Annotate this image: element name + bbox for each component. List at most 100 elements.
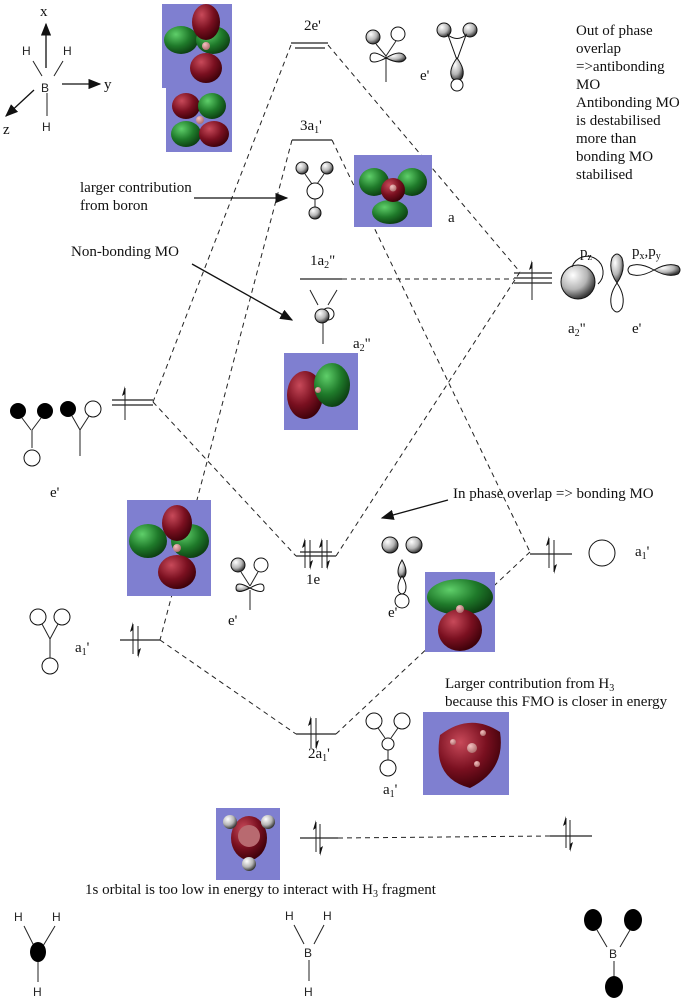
px-sub: x bbox=[640, 251, 645, 262]
axis-boron: B bbox=[41, 81, 49, 95]
svg-text:a1': a1' bbox=[383, 782, 398, 800]
mo-3a1-sub: 1 bbox=[314, 125, 319, 136]
axis-h1: H bbox=[22, 44, 31, 58]
electron-pair-icon bbox=[308, 716, 319, 750]
mo-level-1e: 1e bbox=[296, 538, 336, 588]
note-line: overlap bbox=[576, 41, 621, 57]
mo-1a2-prime: " bbox=[329, 253, 335, 269]
mo-image-1s bbox=[216, 808, 280, 880]
note-line: larger contribution bbox=[80, 180, 192, 196]
b-level-2s: a1' bbox=[530, 536, 650, 574]
b-a2-prime: " bbox=[580, 321, 586, 337]
svg-text:Larger contribution from H3: Larger contribution from H3 bbox=[445, 676, 614, 694]
core-note-end: fragment bbox=[378, 882, 437, 898]
pxpy-comma: , bbox=[645, 244, 649, 260]
e-prime-label-1e-a: e' bbox=[228, 613, 238, 629]
pz-sub: z bbox=[588, 252, 593, 263]
mo-2e-label: 2e' bbox=[304, 18, 321, 34]
electron-pair-icon bbox=[302, 538, 330, 570]
core-level-left bbox=[300, 820, 338, 856]
b-e-prime-label: e' bbox=[632, 321, 642, 337]
orbital-sketch-b-2p: pz px,py a2" e' bbox=[560, 244, 681, 339]
pz-label: p bbox=[580, 245, 588, 261]
core-note: 1s orbital is too low in energy to inter… bbox=[85, 882, 437, 900]
py-label: p bbox=[648, 244, 656, 260]
b-fragment-structure: B bbox=[584, 909, 642, 998]
b-a2-sub: 2 bbox=[575, 328, 580, 339]
mo-level-2e: 2e' bbox=[291, 18, 328, 49]
mo-1e-label: 1e bbox=[306, 572, 321, 588]
h3-h1: H bbox=[14, 910, 23, 924]
antibonding-note: Out of phase overlap =>antibonding MO An… bbox=[576, 23, 680, 183]
mo-1a2-sub: 2 bbox=[324, 260, 329, 271]
bh3-h2: H bbox=[323, 909, 332, 923]
b-atom: B bbox=[609, 947, 617, 961]
orbital-sketch-1a2: a2" bbox=[309, 289, 371, 354]
py-sub: y bbox=[656, 251, 661, 262]
h3-h3: H bbox=[33, 985, 42, 999]
note-line: MO bbox=[576, 77, 600, 93]
note-line: Out of phase bbox=[576, 23, 653, 39]
a1-sub: 1 bbox=[390, 789, 395, 800]
bh3-h1: H bbox=[285, 909, 294, 923]
orbital-sketch-1e-b: e' bbox=[381, 536, 423, 621]
y-axis-label: y bbox=[104, 77, 112, 93]
note-line: bonding MO bbox=[576, 149, 653, 165]
a2-label: a bbox=[353, 336, 360, 352]
note-line: is destabilised bbox=[576, 113, 661, 129]
orbital-sketch-3a1 bbox=[295, 161, 334, 220]
note-line: from boron bbox=[80, 198, 148, 214]
axis-h2: H bbox=[63, 44, 72, 58]
mo-image-1e bbox=[127, 500, 211, 596]
bonding-arrow bbox=[380, 499, 449, 520]
note-line: =>antibonding bbox=[576, 59, 665, 75]
bh3-structure: H H B H bbox=[285, 909, 332, 999]
bh3-b: B bbox=[304, 946, 312, 960]
nonbonding-text: Non-bonding MO bbox=[71, 244, 179, 260]
axis-frame: x y z B H H H bbox=[3, 4, 112, 138]
boron-contribution-note: larger contribution from boron bbox=[80, 180, 289, 214]
note-line: more than bbox=[576, 131, 637, 147]
b-a2-label: a bbox=[568, 321, 575, 337]
orbital-sketch-h3-e: e' bbox=[10, 400, 102, 501]
h3-level-e bbox=[112, 386, 153, 420]
a1-prime: ' bbox=[395, 782, 398, 798]
z-axis-label: z bbox=[3, 122, 10, 138]
h3-e-label: e' bbox=[50, 485, 60, 501]
mo-image-1a2 bbox=[284, 353, 358, 430]
orbital-sketch-2e-a bbox=[365, 26, 407, 82]
core-level-right bbox=[550, 816, 592, 852]
a1-label: a bbox=[383, 782, 390, 798]
note-line: Antibonding MO bbox=[576, 95, 680, 111]
mo-2a1-label: 2a bbox=[308, 746, 323, 762]
nonbonding-arrow bbox=[191, 263, 294, 321]
core-note-text: 1s orbital is too low in energy to inter… bbox=[85, 882, 373, 898]
orbital-sketch-h3-a1: a1' bbox=[29, 608, 90, 675]
mo-image-3a1 bbox=[354, 155, 432, 227]
mo-level-3a1: 3a1' bbox=[292, 118, 332, 141]
svg-text:a2": a2" bbox=[568, 321, 586, 339]
svg-text:a1': a1' bbox=[75, 640, 90, 658]
h3-note-line1: Larger contribution from H bbox=[445, 676, 609, 692]
mo-image-2e-b bbox=[166, 88, 232, 152]
e-prime-label-top: e' bbox=[420, 68, 430, 84]
svg-text:a2": a2" bbox=[353, 336, 371, 354]
mo-level-1a2: 1a2" bbox=[300, 253, 342, 280]
svg-text:1a2": 1a2" bbox=[310, 253, 335, 271]
h3-h2: H bbox=[52, 910, 61, 924]
axis-h3: H bbox=[42, 120, 51, 134]
b-2s-prime: ' bbox=[647, 544, 650, 560]
bh3-h3: H bbox=[304, 985, 313, 999]
mo-image-2e-a bbox=[162, 4, 232, 88]
h3-fragment-structure: H H H bbox=[14, 910, 61, 999]
bonding-text: In phase overlap => bonding MO bbox=[453, 486, 654, 502]
mo-2a1-prime: ' bbox=[327, 746, 330, 762]
h3-a1-label: a bbox=[75, 640, 82, 656]
mo-1a2-label: 1a bbox=[310, 253, 325, 269]
mo-level-2a1: 2a1' bbox=[296, 716, 336, 764]
h3-a1-sub: 1 bbox=[82, 647, 87, 658]
svg-text:1s orbital is too low in energ: 1s orbital is too low in energy to inter… bbox=[85, 882, 437, 900]
mo-image-2a1 bbox=[423, 712, 509, 795]
px-label: p bbox=[632, 244, 640, 260]
